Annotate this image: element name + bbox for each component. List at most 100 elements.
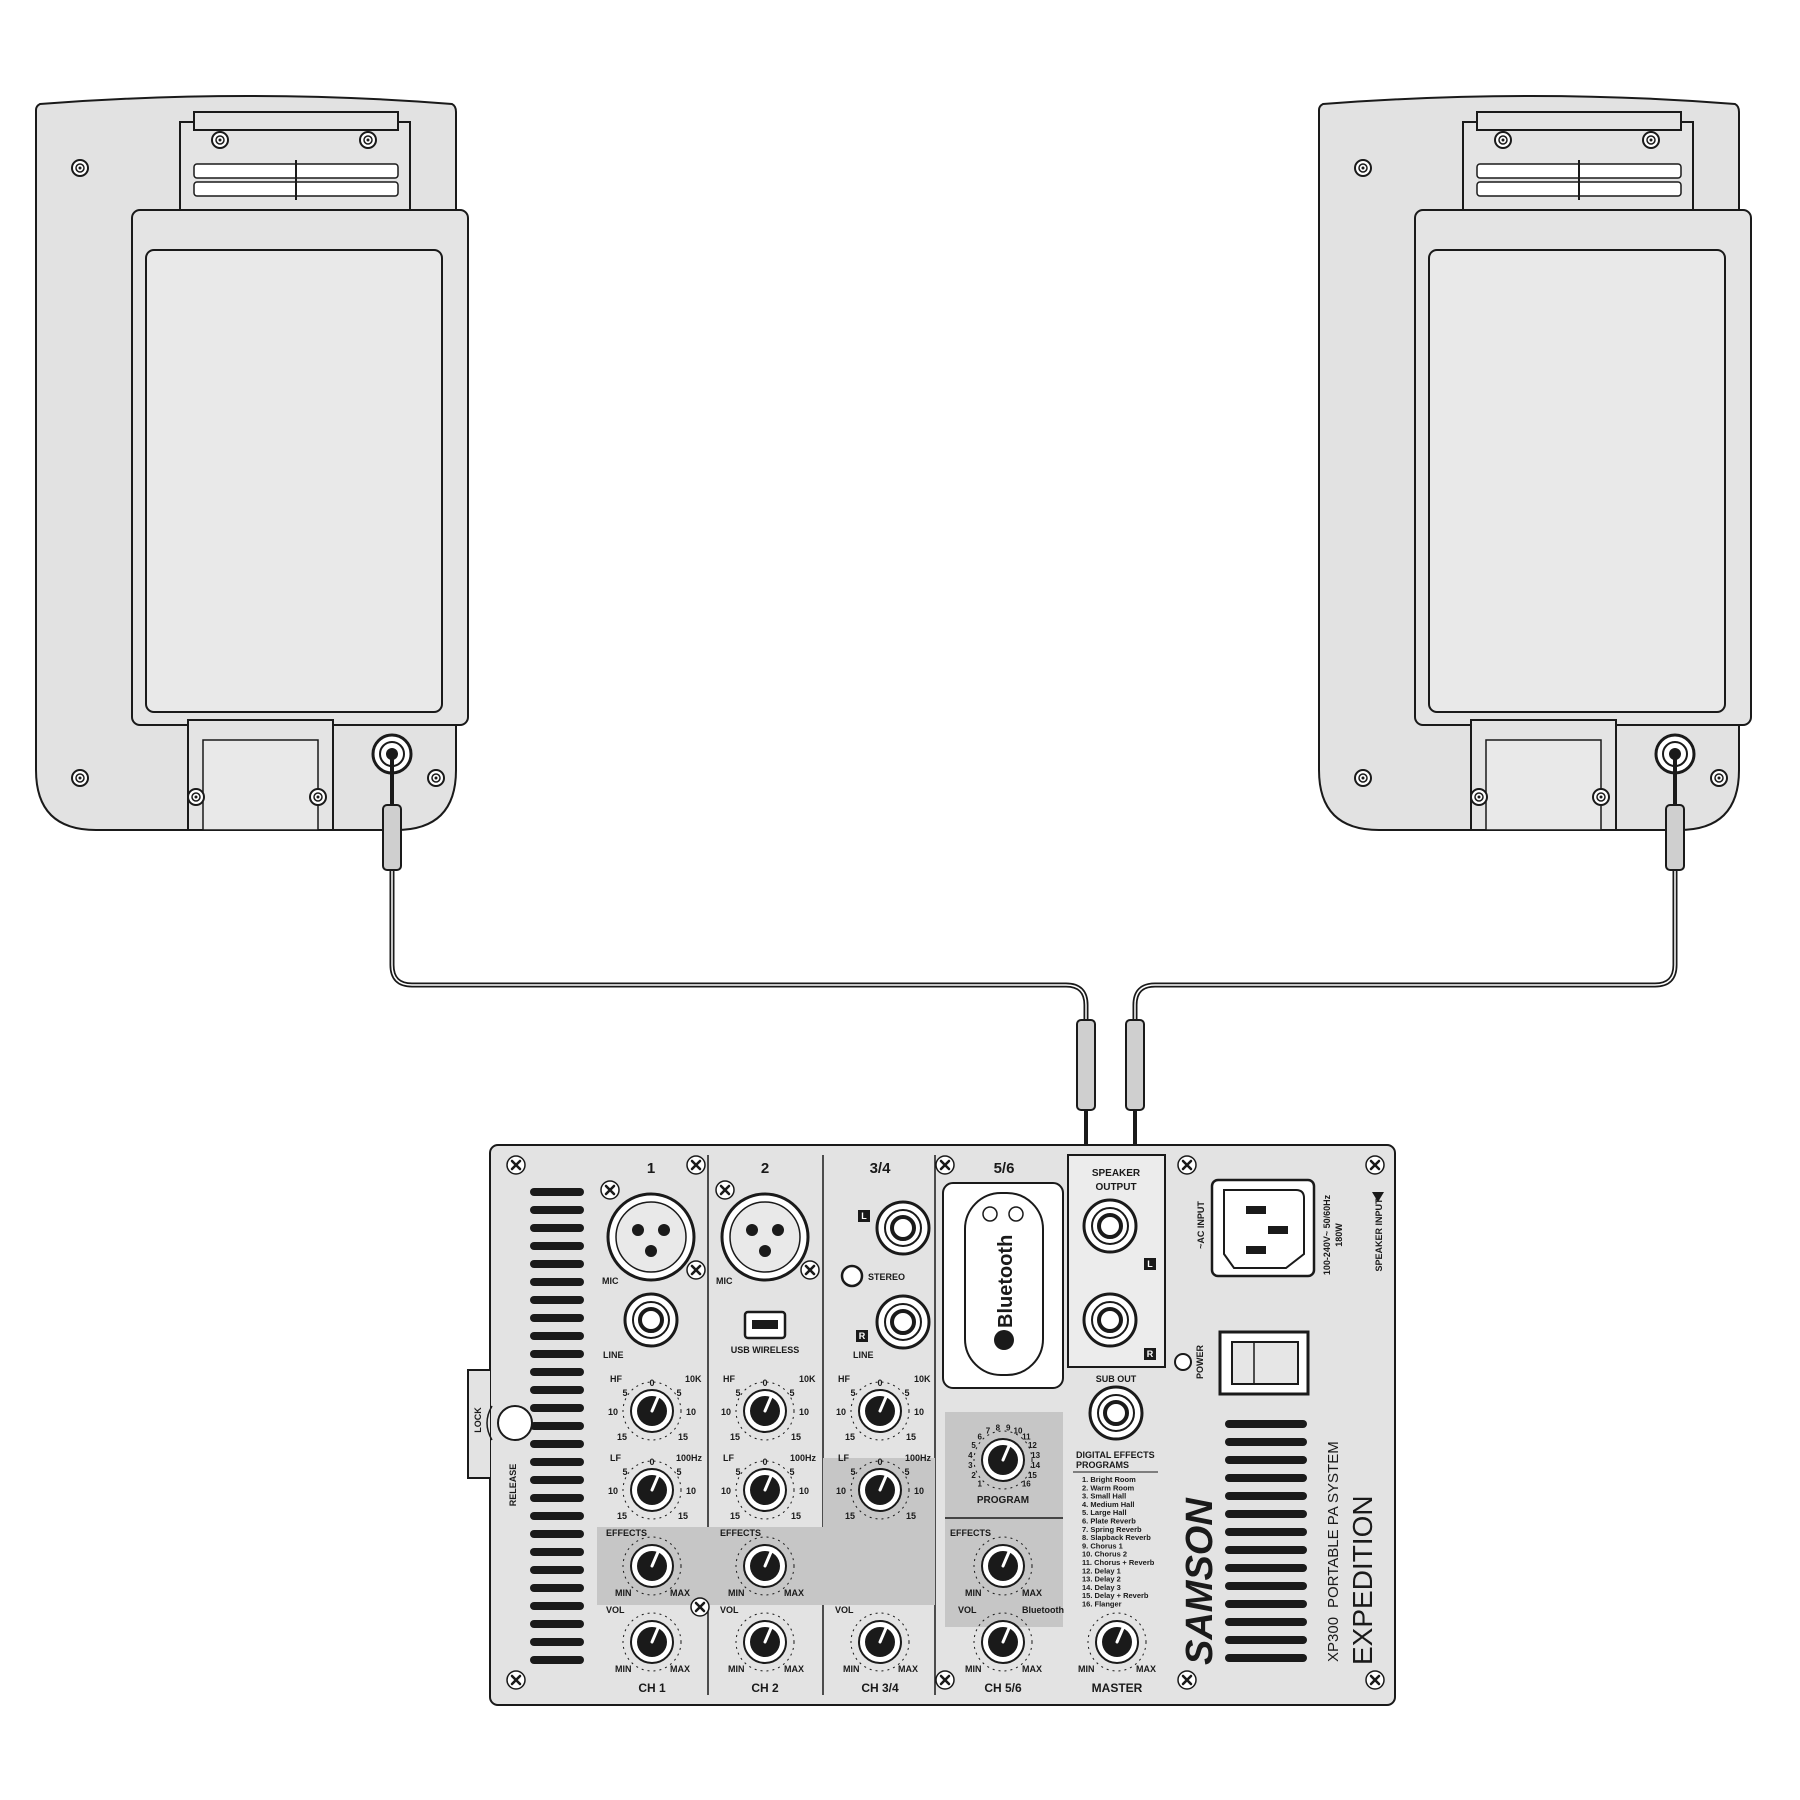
effects-program-item: 11. Chorus + Reverb — [1082, 1558, 1155, 1567]
mic-input-1[interactable] — [606, 1192, 696, 1282]
eq-scale-5: 5 — [850, 1467, 855, 1477]
speaker-right-badge — [1144, 1348, 1156, 1360]
speaker-output-right-jack[interactable] — [1082, 1292, 1138, 1348]
eq-scale-15: 15 — [906, 1432, 916, 1442]
effects-program-item: 13. Delay 2 — [1082, 1575, 1121, 1584]
eq-scale-0: 0 — [877, 1378, 882, 1388]
line-input-3-right[interactable] — [875, 1294, 931, 1350]
effects-program-item: 9. Chorus 1 — [1082, 1541, 1123, 1550]
brand-logo: SAMSON — [1179, 1497, 1221, 1665]
eq-scale-10: 10 — [608, 1407, 618, 1417]
eq-scale-5: 5 — [904, 1467, 909, 1477]
eq-scale-10: 10 — [836, 1486, 846, 1496]
eq-scale-10: 10 — [608, 1486, 618, 1496]
max-label: MAX — [1136, 1664, 1156, 1674]
min-label: MIN — [728, 1588, 745, 1598]
program-label: PROGRAM — [977, 1495, 1029, 1506]
branding: SAMSON XP300 PORTABLE PA SYSTEM EXPEDITI… — [1179, 1441, 1378, 1665]
line-input-3-left[interactable] — [875, 1200, 931, 1256]
eq-scale-15: 15 — [730, 1432, 740, 1442]
ch1-lf-freq: 100Hz — [676, 1453, 703, 1463]
eq-scale-15: 15 — [791, 1432, 801, 1442]
right-speaker — [1319, 96, 1751, 830]
power-switch[interactable] — [1218, 1330, 1310, 1396]
ch1-hf-freq: 10K — [685, 1374, 702, 1384]
eq-scale-10: 10 — [799, 1407, 809, 1417]
eq-scale-10: 10 — [721, 1407, 731, 1417]
stereo-label: STEREO — [868, 1272, 905, 1282]
eq-scale-10: 10 — [799, 1486, 809, 1496]
line-input-1[interactable] — [623, 1292, 679, 1348]
usb-label: USB WIRELESS — [731, 1345, 800, 1355]
max-label: MAX — [784, 1588, 804, 1598]
knob-labels: HF 10K LF 100Hz EFFECTS VOL HF 10K LF 10… — [473, 1374, 1156, 1695]
eq-scale-0: 0 — [877, 1457, 882, 1467]
eq-scale-0: 0 — [649, 1457, 654, 1467]
program-dial-number: 13 — [1031, 1451, 1040, 1460]
ch2-vol-label: VOL — [720, 1605, 739, 1615]
max-label: MAX — [784, 1664, 804, 1674]
line-label-3: LINE — [853, 1350, 874, 1360]
min-label: MIN — [965, 1588, 982, 1598]
eq-scale-0: 0 — [762, 1457, 767, 1467]
master-name: MASTER — [1092, 1681, 1143, 1695]
effects-program-list: DIGITAL EFFECTS PROGRAMS 1. Bright Room2… — [1073, 1450, 1158, 1609]
bluetooth-label: Bluetooth — [995, 1235, 1017, 1328]
eq-scale-10: 10 — [686, 1486, 696, 1496]
ac-input-socket[interactable] — [1210, 1178, 1316, 1278]
mic-input-2[interactable] — [720, 1192, 810, 1282]
model-name: XP300 — [1325, 1617, 1342, 1662]
eq-scale-5: 5 — [622, 1467, 627, 1477]
eq-scale-10: 10 — [914, 1407, 924, 1417]
eq-scale-15: 15 — [906, 1511, 916, 1521]
effects-program-item: 14. Delay 3 — [1082, 1583, 1121, 1592]
ch56-bluetooth-label: Bluetooth — [1022, 1605, 1064, 1615]
max-label: MAX — [1022, 1664, 1042, 1674]
stereo-switch[interactable] — [840, 1264, 864, 1288]
effects-program-item: 1. Bright Room — [1082, 1475, 1136, 1484]
model-description: PORTABLE PA SYSTEM — [1325, 1441, 1342, 1608]
ch34-header: 3/4 — [870, 1160, 892, 1177]
eq-scale-15: 15 — [678, 1511, 688, 1521]
channel-headers: 1 2 3/4 5/6 — [647, 1160, 1015, 1177]
program-dial-number: 6 — [977, 1433, 982, 1442]
effects-program-item: 5. Large Hall — [1082, 1508, 1127, 1517]
speaker-input-label: SPEAKER INPUT — [1374, 1198, 1384, 1272]
ac-spec-1: 100-240V~ 50/60Hz — [1322, 1194, 1332, 1275]
eq-scale-0: 0 — [649, 1378, 654, 1388]
max-label: MAX — [670, 1664, 690, 1674]
ch56-header: 5/6 — [994, 1160, 1015, 1177]
effects-program-item: 2. Warm Room — [1082, 1483, 1135, 1492]
eq-scale-5: 5 — [622, 1388, 627, 1398]
sub-out-jack[interactable] — [1088, 1385, 1144, 1441]
ch56-vol-label: VOL — [958, 1605, 977, 1615]
effects-program-item: 4. Medium Hall — [1082, 1500, 1135, 1509]
speaker-output-left-jack[interactable] — [1082, 1198, 1138, 1254]
max-label: MAX — [1022, 1588, 1042, 1598]
eq-scale-5: 5 — [789, 1388, 794, 1398]
eq-scale-0: 0 — [762, 1378, 767, 1388]
speaker-right-badge-label: R — [1147, 1349, 1154, 1359]
ch2-hf-freq: 10K — [799, 1374, 816, 1384]
effects-title-2: PROGRAMS — [1076, 1460, 1129, 1470]
right-badge — [856, 1330, 868, 1342]
release-label: RELEASE — [508, 1464, 518, 1507]
ch2-lf-freq: 100Hz — [790, 1453, 817, 1463]
ac-spec-2: 180W — [1334, 1223, 1344, 1247]
series-name: EXPEDITION — [1347, 1495, 1378, 1665]
eq-scale-15: 15 — [617, 1511, 627, 1521]
line-label-1: LINE — [603, 1350, 624, 1360]
effects-program-item: 7. Spring Reverb — [1082, 1525, 1142, 1534]
program-dial-number: 14 — [1031, 1461, 1040, 1470]
effects-program-item: 12. Delay 1 — [1082, 1566, 1121, 1575]
bluetooth-module[interactable]: Bluetooth — [942, 1182, 1064, 1389]
effects-program-item: 16. Flanger — [1082, 1600, 1122, 1609]
min-label: MIN — [965, 1664, 982, 1674]
usb-wireless-port[interactable] — [743, 1310, 787, 1340]
eq-scale-10: 10 — [686, 1407, 696, 1417]
min-label: MIN — [1078, 1664, 1095, 1674]
ch34-name: CH 3/4 — [861, 1681, 899, 1695]
program-dial-number: 3 — [968, 1461, 973, 1470]
